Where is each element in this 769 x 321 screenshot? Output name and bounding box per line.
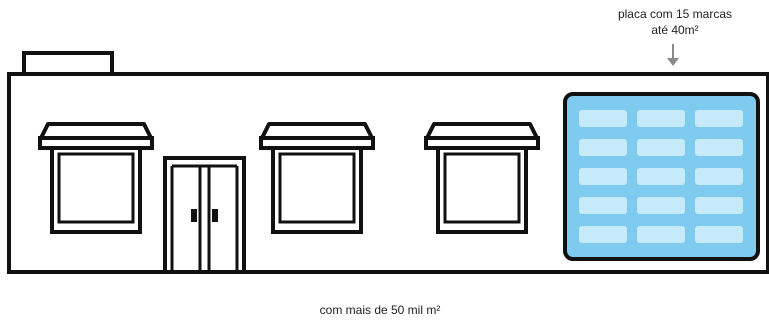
sign-annotation-line-1: placa com 15 marcas: [617, 7, 733, 21]
brand-tile: [579, 168, 627, 185]
brand-tile: [579, 226, 627, 243]
entrance-door: [163, 156, 246, 274]
brand-tile: [695, 168, 743, 185]
brand-tile: [695, 110, 743, 127]
brand-tile: [695, 226, 743, 243]
down-arrow-icon: [667, 44, 679, 66]
brand-tile: [637, 110, 685, 127]
window-2: [259, 122, 375, 234]
roof-box: [22, 51, 114, 77]
brand-sign-tiles: [579, 110, 743, 243]
brand-tile: [637, 168, 685, 185]
brand-tile: [579, 110, 627, 127]
door-handle-right: [212, 209, 218, 222]
brand-tile: [579, 139, 627, 156]
sign-annotation-line-2: até 40m²: [651, 23, 699, 37]
door-handle-left: [191, 209, 197, 222]
window-3: [424, 122, 540, 234]
brand-tile: [637, 139, 685, 156]
window-1: [38, 122, 154, 234]
brand-tile: [637, 226, 685, 243]
brand-tile: [695, 197, 743, 214]
brand-tile: [579, 197, 627, 214]
brand-tile: [637, 197, 685, 214]
area-caption: com mais de 50 mil m²: [319, 303, 441, 317]
sign-annotation: placa com 15 marcas até 40m²: [590, 6, 760, 38]
brand-tile: [695, 139, 743, 156]
